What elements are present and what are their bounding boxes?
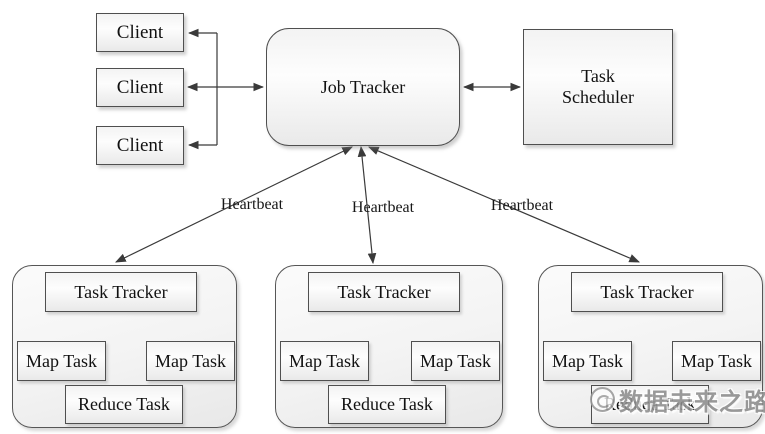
node-task-scheduler-label: Task Scheduler (562, 66, 634, 107)
group-task-tracker-2: Task Tracker Map Task Map Task Reduce Ta… (275, 265, 503, 428)
node-job-tracker: Job Tracker (266, 28, 460, 146)
group-task-tracker-1: Task Tracker Map Task Map Task Reduce Ta… (12, 265, 237, 428)
node-map-task-2-left: Map Task (280, 341, 369, 381)
node-task-scheduler: Task Scheduler (523, 29, 673, 145)
node-map-task-3-right-label: Map Task (681, 350, 752, 371)
heartbeat-label-middle: Heartbeat (351, 199, 415, 216)
node-map-task-1-right-label: Map Task (155, 350, 226, 371)
node-task-tracker-3-label: Task Tracker (600, 281, 694, 302)
node-task-tracker-3: Task Tracker (571, 272, 723, 312)
node-map-task-3-left-label: Map Task (552, 350, 623, 371)
node-reduce-task-3-label: Reduce Task (604, 394, 696, 415)
node-map-task-2-right: Map Task (411, 341, 500, 381)
node-client-1: Client (96, 13, 184, 52)
node-map-task-1-right: Map Task (146, 341, 235, 381)
node-map-task-3-right: Map Task (672, 341, 761, 381)
node-map-task-1-left: Map Task (17, 341, 106, 381)
node-task-tracker-1: Task Tracker (45, 272, 197, 312)
node-client-1-label: Client (116, 21, 164, 43)
node-reduce-task-2: Reduce Task (328, 385, 446, 424)
watermark-text: 数据未来之路 (619, 390, 765, 416)
node-client-2-label: Client (116, 76, 164, 98)
watermark-logo-icon (590, 387, 615, 412)
node-task-tracker-1-label: Task Tracker (74, 281, 168, 302)
node-job-tracker-label: Job Tracker (320, 76, 406, 97)
node-reduce-task-1-label: Reduce Task (78, 394, 170, 415)
node-reduce-task-2-label: Reduce Task (341, 394, 433, 415)
node-client-3: Client (96, 126, 184, 165)
heartbeat-label-left: Heartbeat (220, 196, 284, 213)
node-map-task-2-right-label: Map Task (420, 350, 491, 371)
node-map-task-2-left-label: Map Task (289, 350, 360, 371)
watermark: 数据未来之路 (590, 382, 765, 417)
node-task-tracker-2: Task Tracker (308, 272, 460, 312)
node-map-task-1-left-label: Map Task (26, 350, 97, 371)
node-client-2: Client (96, 68, 184, 107)
node-task-tracker-2-label: Task Tracker (337, 281, 431, 302)
group-task-tracker-3: Task Tracker Map Task Map Task Reduce Ta… (538, 265, 763, 428)
node-client-3-label: Client (116, 134, 164, 156)
node-reduce-task-1: Reduce Task (65, 385, 183, 424)
node-map-task-3-left: Map Task (543, 341, 632, 381)
heartbeat-label-right: Heartbeat (490, 197, 554, 214)
